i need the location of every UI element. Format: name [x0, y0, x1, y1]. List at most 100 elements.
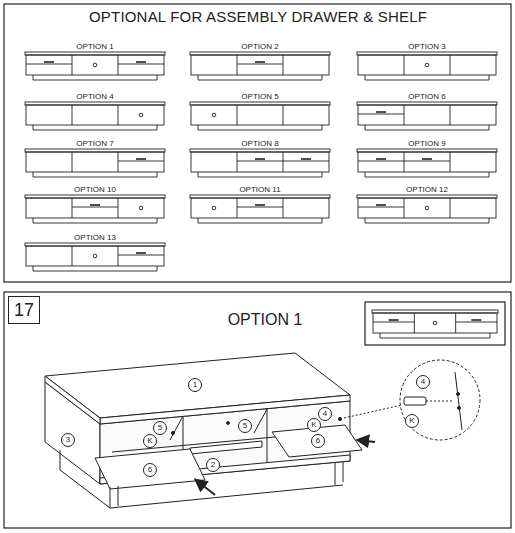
leg-rail [60, 470, 110, 508]
thumb-rail [365, 130, 489, 131]
thumb-leg [157, 75, 158, 80]
thumb-leg [157, 125, 158, 130]
thumb-divider [404, 152, 405, 172]
thumb-handle [376, 158, 386, 160]
thumb-leg [489, 125, 490, 130]
callout-number: 6 [143, 463, 157, 477]
option-label: OPTION 4 [75, 92, 114, 101]
thumb-knob [212, 113, 216, 117]
thumb-body [26, 152, 164, 172]
thumb-rail [33, 80, 157, 81]
thumb-handle [44, 61, 54, 63]
option-thumbnail [25, 52, 165, 80]
option-label: OPTION 5 [240, 92, 279, 101]
top-end [45, 376, 100, 424]
leg [110, 487, 111, 508]
callout-number: K [307, 418, 321, 432]
option-thumbnail [372, 310, 498, 338]
thumb-handle [255, 158, 265, 160]
option-label: OPTION 13 [73, 233, 117, 242]
thumb-divider [118, 152, 119, 172]
thumb-handle [389, 319, 399, 321]
thumb-drawer [118, 161, 164, 162]
thumb-drawer [118, 255, 164, 256]
callout-number: K [143, 434, 157, 448]
thumb-handle [471, 319, 481, 321]
thumb-body [358, 105, 496, 125]
thumb-leg [489, 75, 490, 80]
thumb-divider [283, 198, 284, 218]
thumb-rail [198, 177, 322, 178]
thumb-divider [118, 246, 119, 266]
thumb-leg [322, 218, 323, 223]
thumb-knob [433, 321, 437, 325]
thumb-rail [365, 80, 489, 81]
leg [335, 463, 336, 485]
thumb-divider [414, 313, 415, 333]
thumb-leg [322, 125, 323, 130]
thumb-knob [139, 113, 143, 117]
thumb-handle [90, 204, 100, 206]
thumbnail-frame [365, 302, 505, 345]
callout-number: 2 [206, 458, 220, 472]
thumb-leg [489, 218, 490, 223]
thumb-body [373, 313, 497, 333]
thumb-body [191, 152, 329, 172]
title: OPTIONAL FOR ASSEMBLY DRAWER & SHELF [89, 8, 427, 25]
dowel-hole [171, 431, 174, 434]
thumb-drawer [237, 161, 283, 162]
thumb-leg [198, 218, 199, 223]
thumb-leg [198, 172, 199, 177]
thumb-drawer [404, 161, 450, 162]
thumb-rail [198, 80, 322, 81]
thumb-body [191, 55, 329, 75]
thumb-divider [72, 152, 73, 172]
thumb-handle [301, 158, 311, 160]
option-label: OPTION 10 [73, 185, 117, 194]
option-label: OPTION 11 [238, 185, 281, 194]
step-number: 17 [14, 300, 34, 321]
thumb-leg [322, 172, 323, 177]
thumb-rail [380, 338, 490, 339]
thumb-divider [404, 198, 405, 218]
thumb-handle [255, 204, 265, 206]
thumb-knob [93, 63, 97, 67]
option-label: OPTION 1 [75, 42, 114, 51]
thumb-knob [425, 63, 429, 67]
option-thumbnail [190, 149, 330, 177]
thumb-rail [33, 223, 157, 224]
thumb-handle [136, 61, 146, 63]
thumb-body [191, 198, 329, 218]
callout-number: 5 [153, 421, 167, 435]
thumb-leg [322, 75, 323, 80]
thumb-divider [72, 55, 73, 75]
thumb-handle [136, 158, 146, 160]
thumb-body [358, 55, 496, 75]
callout-number: 4 [416, 375, 430, 389]
option-thumbnail [357, 195, 497, 223]
leg [60, 450, 61, 470]
step-panel [4, 292, 511, 528]
thumb-rail [198, 130, 322, 131]
thumb-knob [425, 206, 429, 210]
option-thumbnail [190, 102, 330, 130]
thumb-divider [450, 55, 451, 75]
thumb-body [358, 198, 496, 218]
thumb-rail [365, 177, 489, 178]
detail-leader [344, 405, 402, 418]
thumb-leg [490, 333, 491, 338]
thumb-knob [212, 206, 216, 210]
thumb-body [26, 55, 164, 75]
callout-number: 3 [61, 433, 75, 447]
option-thumbnail [357, 102, 497, 130]
thumb-drawer [237, 207, 283, 208]
thumb-leg [157, 172, 158, 177]
step-heading: OPTION 1 [228, 311, 303, 329]
drawing-part [25, 52, 498, 338]
detail-circle [400, 360, 480, 440]
thumb-leg [380, 333, 381, 338]
thumb-rail [365, 223, 489, 224]
thumb-body [358, 152, 496, 172]
option-label: OPTION 8 [240, 139, 279, 148]
